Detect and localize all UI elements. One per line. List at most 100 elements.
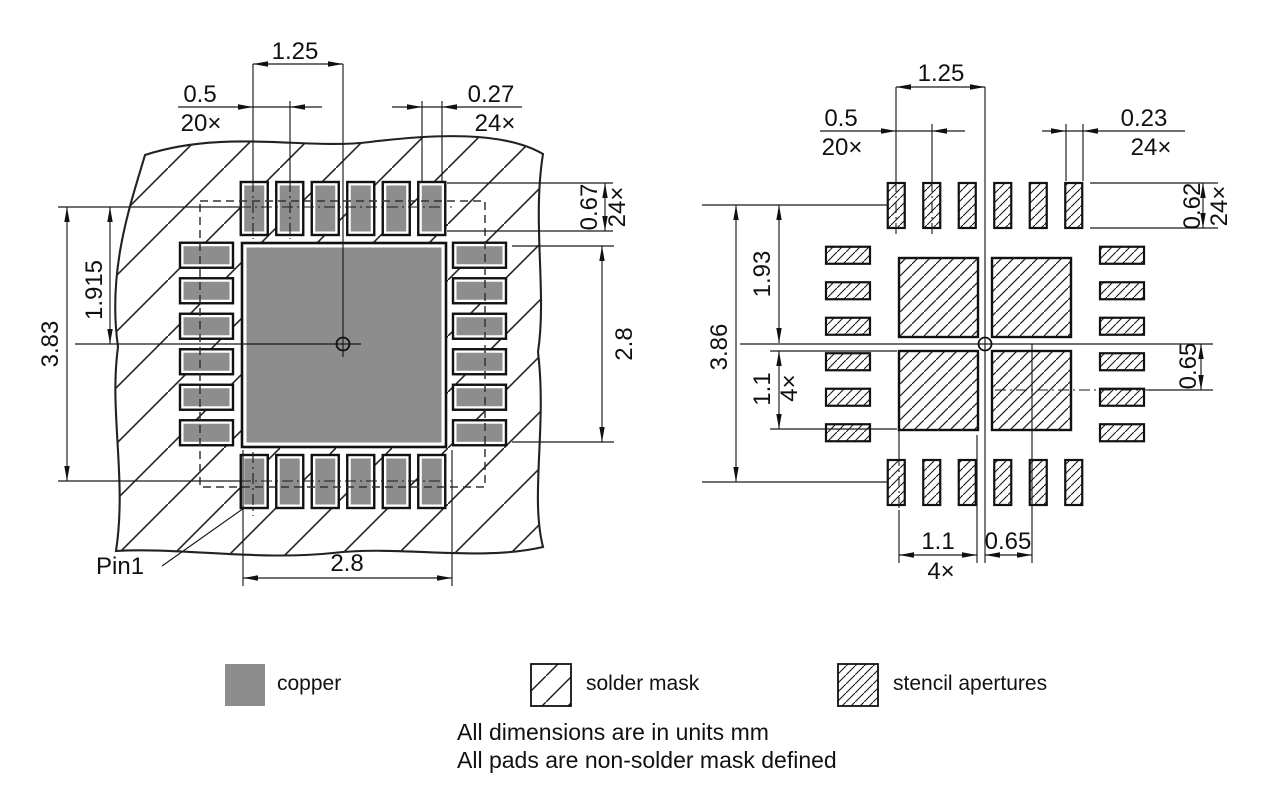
dim-label-pitch-count: 20× <box>822 134 863 161</box>
origin-crosshair <box>977 336 993 352</box>
note-mask-defined: All pads are non-solder mask defined <box>457 747 837 773</box>
dim-label-pad-length: 0.67 <box>576 184 603 231</box>
stencil-aperture <box>957 458 977 507</box>
dimension-lines <box>58 63 1218 586</box>
stencil-aperture <box>1098 281 1146 301</box>
copper-pad-fill <box>456 281 503 300</box>
dimension-arrowhead <box>776 205 782 220</box>
stencil-aperture <box>1028 181 1048 230</box>
dimension-arrowhead <box>1200 213 1206 228</box>
dimension-arrowhead <box>1017 552 1032 558</box>
dim-label-row-offset: 1.25 <box>272 38 319 65</box>
stencil-aperture <box>897 256 980 339</box>
dimension-arrowhead <box>932 128 947 134</box>
stencil-aperture <box>1098 387 1146 407</box>
copper-pad-fill <box>386 185 407 232</box>
dim-label-center-to-row: 1.915 <box>81 260 108 320</box>
stencil-aperture <box>886 458 906 507</box>
dimension-arrowhead <box>1083 128 1098 134</box>
dimension-arrowhead <box>107 207 113 222</box>
dim-label-pad-width-count: 24× <box>475 110 516 137</box>
dim-label-overall-height: 3.86 <box>706 324 733 371</box>
origin-crosshair <box>335 336 351 352</box>
note-units: All dimensions are in units mm <box>457 719 769 745</box>
dimension-arrowhead <box>442 104 457 110</box>
dim-label-center-aperture-width-count: 4× <box>927 558 954 585</box>
dimension-arrowhead <box>238 104 253 110</box>
dim-label-aperture-length-count: 24× <box>1206 186 1233 227</box>
dim-label-center-offset-right: 0.65 <box>1175 343 1202 390</box>
stencil-aperture <box>1098 245 1146 265</box>
legend-swatch-copper <box>225 664 265 706</box>
legend-swatch-solder-mask <box>530 663 572 707</box>
dimension-arrowhead <box>962 552 977 558</box>
stencil-aperture <box>990 256 1073 339</box>
dimension-arrowhead <box>776 328 782 343</box>
stencil-aperture <box>1064 458 1084 507</box>
stencil-aperture <box>922 458 942 507</box>
dim-label-center-to-row: 1.93 <box>749 251 776 298</box>
legend-label-solder-mask: solder mask <box>586 672 700 695</box>
legend-label-stencil-apertures: stencil apertures <box>893 672 1047 695</box>
dim-label-pad-width: 0.27 <box>468 81 515 108</box>
dim-label-center-offset-bottom: 0.65 <box>985 528 1032 555</box>
copper-pad-fill <box>244 185 265 232</box>
notes: All dimensions are in units mm All pads … <box>457 719 837 773</box>
copper-pad-fill <box>244 458 265 505</box>
dimension-arrowhead <box>107 329 113 344</box>
stencil-aperture <box>1028 458 1048 507</box>
dim-label-center-pad-width: 2.8 <box>330 550 363 577</box>
dimension-arrowhead <box>970 84 985 90</box>
dimension-arrowhead <box>407 104 422 110</box>
pin1-label: Pin1 <box>96 553 144 580</box>
stencil-aperture <box>897 349 980 432</box>
dimension-arrows <box>64 61 1206 581</box>
dimension-arrowhead <box>1198 344 1204 359</box>
dimension-arrowhead <box>599 246 605 261</box>
copper-pad-fill <box>183 388 230 407</box>
legend: copper solder mask stencil apertures <box>225 663 1047 707</box>
copper-pad-fill <box>456 388 503 407</box>
stencil-aperture <box>824 281 872 301</box>
stencil-aperture <box>824 245 872 265</box>
dim-label-center-aperture-height: 1.1 <box>749 372 776 405</box>
left-view-labels: 1.25 0.5 20× 0.27 24× 0.67 24× 2.8 3.83 … <box>37 38 638 580</box>
dimension-arrowhead <box>733 205 739 220</box>
dimension-arrowhead <box>985 552 1000 558</box>
dim-label-overall-height: 3.83 <box>37 321 64 368</box>
center-crosshairs <box>335 336 993 352</box>
copper-pad-fill <box>456 317 503 336</box>
dimension-arrowhead <box>253 61 268 67</box>
dimension-arrowhead <box>243 575 258 581</box>
dimension-arrowhead <box>881 128 896 134</box>
dimension-arrowhead <box>733 467 739 482</box>
stencil-aperture <box>1098 352 1146 372</box>
copper-pad-fill <box>183 352 230 371</box>
stencil-aperture <box>824 387 872 407</box>
dimension-arrowhead <box>602 216 608 231</box>
stencil-aperture <box>824 316 872 336</box>
dimension-arrowhead <box>896 84 911 90</box>
dimension-arrowhead <box>602 183 608 198</box>
dim-label-center-aperture-width: 1.1 <box>921 528 954 555</box>
dimension-arrowhead <box>1051 128 1066 134</box>
copper-pad-fill <box>183 317 230 336</box>
center-pad-fill <box>246 247 442 443</box>
stencil-aperture <box>1098 423 1146 443</box>
dim-label-aperture-width: 0.23 <box>1121 105 1168 132</box>
dim-label-pitch: 0.5 <box>824 105 857 132</box>
dimension-arrowhead <box>776 414 782 429</box>
copper-pad-fill <box>456 423 503 442</box>
dim-label-center-aperture-height-count: 4× <box>776 374 803 401</box>
stencil-aperture <box>1064 181 1084 230</box>
left-view-copper-pads <box>178 180 508 510</box>
dim-label-pad-length-count: 24× <box>604 187 631 228</box>
legend-swatch-stencil-apertures <box>837 663 879 707</box>
drawing-line <box>161 507 245 567</box>
copper-pad-fill <box>421 185 442 232</box>
copper-pad-fill <box>183 423 230 442</box>
dimension-arrowhead <box>599 427 605 442</box>
dimension-arrowhead <box>64 207 70 222</box>
stencil-aperture <box>824 352 872 372</box>
